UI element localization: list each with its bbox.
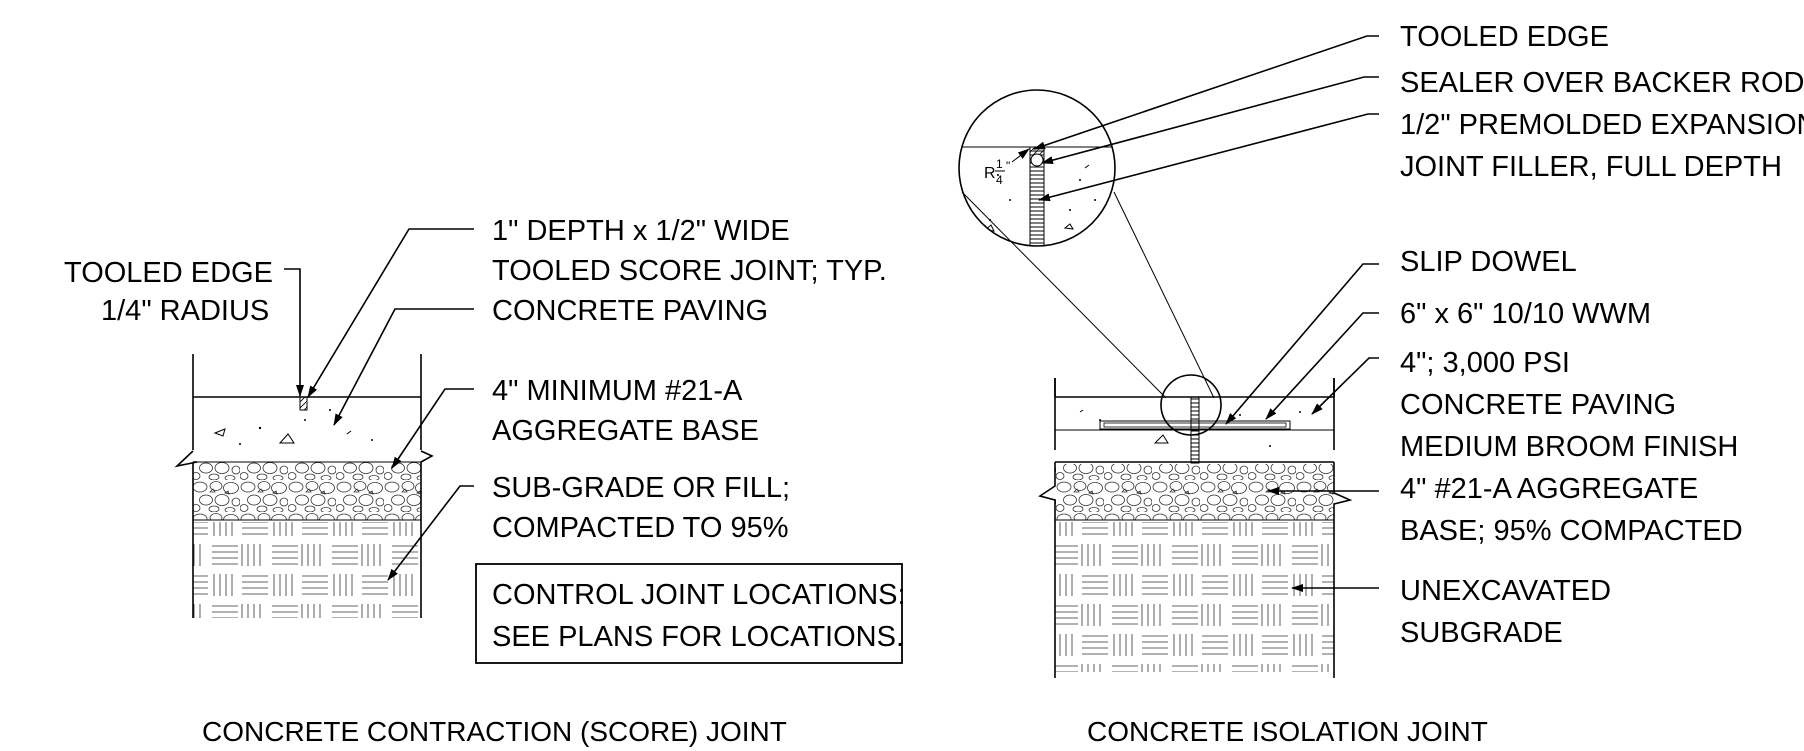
aggregate-base bbox=[193, 462, 421, 520]
score-joint-label: 1" DEPTH x 1/2" WIDE bbox=[492, 215, 790, 247]
aggregate-base-label-2: AGGREGATE BASE bbox=[492, 415, 759, 447]
subgrade-label-2: COMPACTED TO 95% bbox=[492, 512, 789, 544]
expansion-joint bbox=[1190, 396, 1200, 464]
note-line-1: CONTROL JOINT LOCATIONS: bbox=[492, 579, 906, 611]
right-detail-title: CONCRETE ISOLATION JOINT bbox=[1087, 716, 1488, 747]
radius-denominator: 4 bbox=[996, 173, 1003, 187]
enlarged-joint-view: R 1 4 " bbox=[958, 89, 1215, 399]
score-joint-label-2: TOOLED SCORE JOINT; TYP. bbox=[492, 255, 887, 287]
backer-rod bbox=[1030, 153, 1044, 167]
radius-prefix: R bbox=[984, 165, 996, 182]
aggregate-base-label: 4" MINIMUM #21-A bbox=[492, 375, 743, 407]
radius-numerator: 1 bbox=[996, 157, 1003, 171]
detail-callout-circle bbox=[1160, 374, 1222, 436]
concrete-paving-label: CONCRETE PAVING bbox=[492, 295, 768, 327]
subgrade bbox=[193, 522, 421, 618]
tooled-edge-radius-label: 1/4" RADIUS bbox=[101, 295, 269, 327]
aggregate-right-label-2: BASE; 95% COMPACTED bbox=[1400, 515, 1743, 547]
aggregate-right-label: 4" #21-A AGGREGATE bbox=[1400, 473, 1698, 505]
left-detail-title: CONCRETE CONTRACTION (SCORE) JOINT bbox=[202, 716, 787, 747]
subgrade-label: SUB-GRADE OR FILL; bbox=[492, 472, 790, 504]
wwm-label: 6" x 6" 10/10 WWM bbox=[1400, 298, 1651, 330]
tooled-edge-right-label: TOOLED EDGE bbox=[1400, 21, 1609, 53]
unexcavated-label: UNEXCAVATED bbox=[1400, 575, 1611, 607]
slip-dowel-label: SLIP DOWEL bbox=[1400, 246, 1577, 278]
filler-label-2: JOINT FILLER, FULL DEPTH bbox=[1400, 151, 1782, 183]
score-joint bbox=[299, 396, 308, 411]
sealer-label: SEALER OVER BACKER ROD bbox=[1400, 67, 1804, 99]
isolation-joint-section bbox=[1038, 374, 1353, 678]
paving-spec-label-3: MEDIUM BROOM FINISH bbox=[1400, 431, 1738, 463]
control-joint-note-box bbox=[475, 563, 903, 664]
paving-spec-label: 4"; 3,000 PSI bbox=[1400, 347, 1570, 379]
aggregate-base-right bbox=[1055, 464, 1334, 520]
contraction-joint-section bbox=[174, 354, 434, 618]
subgrade-right bbox=[1055, 522, 1334, 672]
filler-label: 1/2" PREMOLDED EXPANSION bbox=[1400, 109, 1804, 141]
paving-spec-label-2: CONCRETE PAVING bbox=[1400, 389, 1676, 421]
unexcavated-label-2: SUBGRADE bbox=[1400, 617, 1563, 649]
left-leaders bbox=[284, 228, 474, 581]
right-leaders bbox=[1033, 35, 1379, 592]
radius-unit: " bbox=[1006, 159, 1010, 173]
note-line-2: SEE PLANS FOR LOCATIONS. bbox=[492, 621, 904, 653]
tooled-edge-label: TOOLED EDGE bbox=[64, 257, 273, 289]
